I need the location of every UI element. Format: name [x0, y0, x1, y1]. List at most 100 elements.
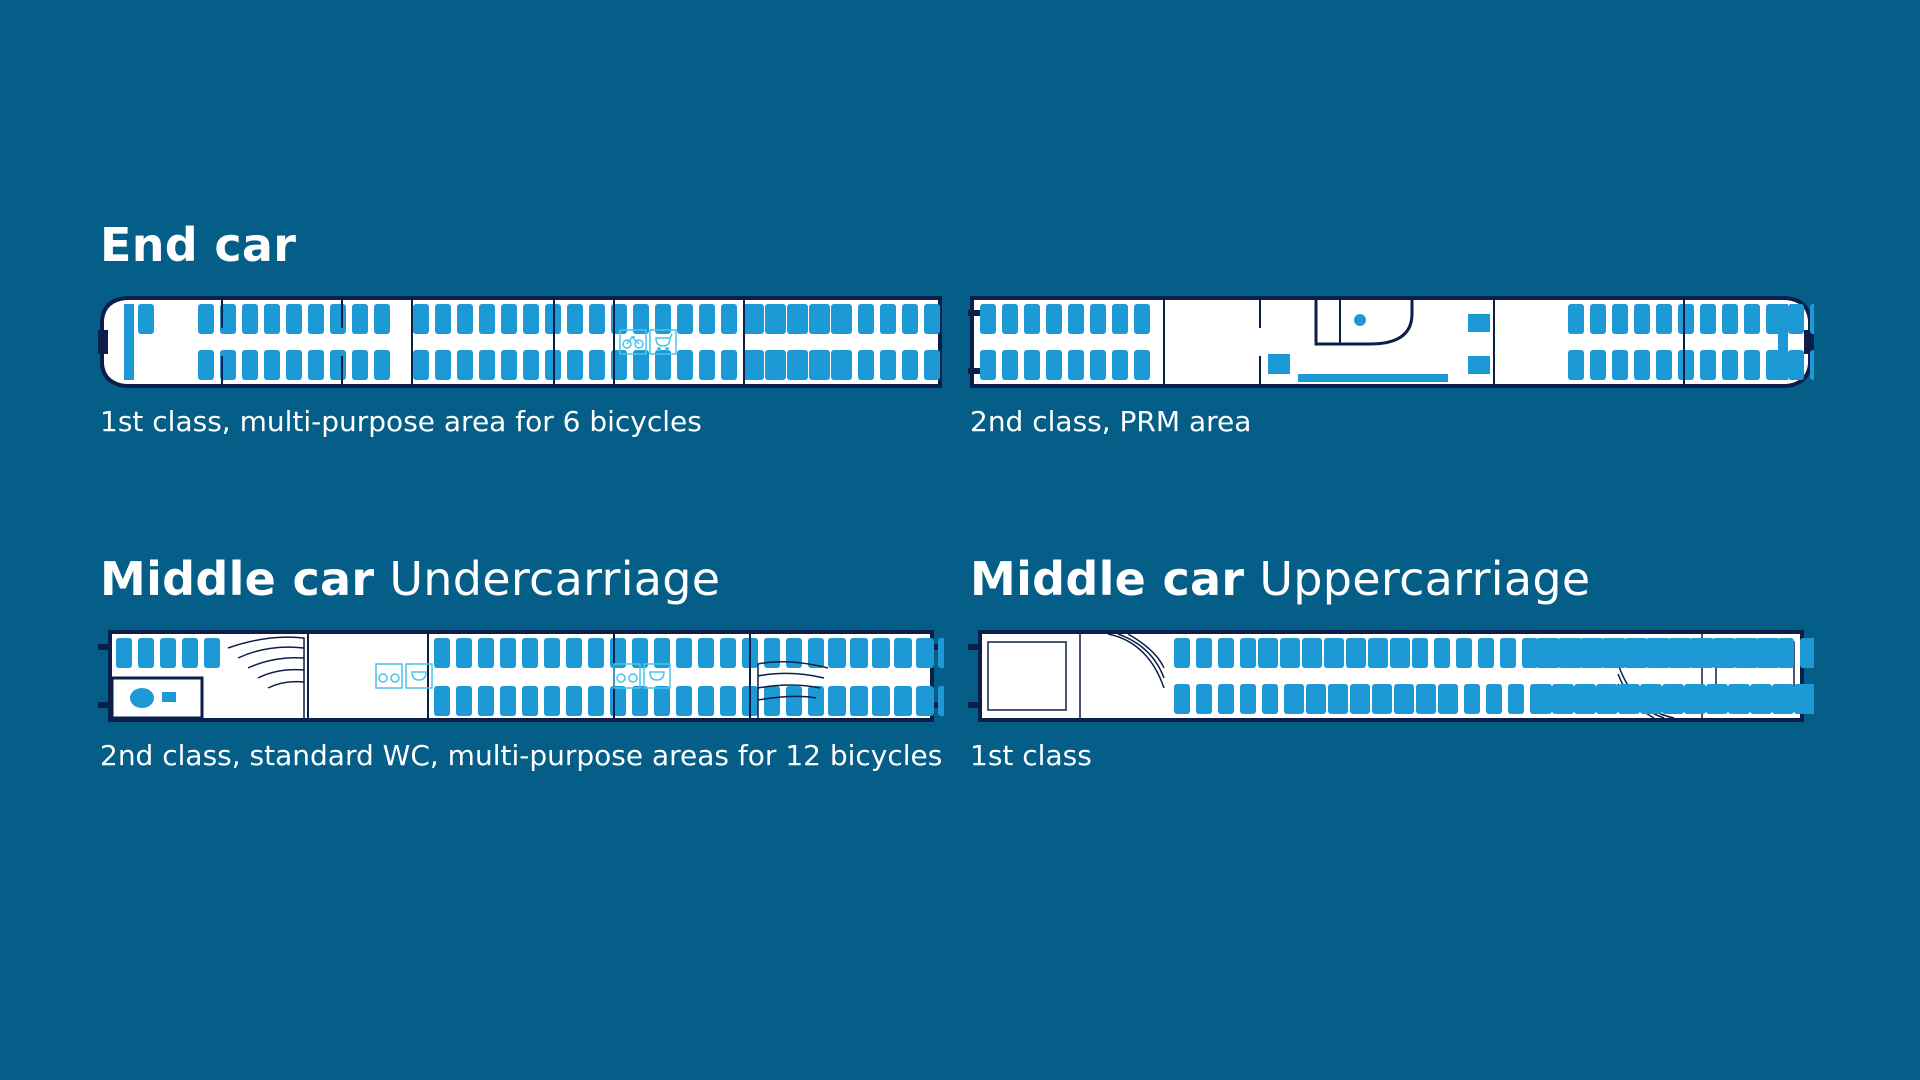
seat	[1332, 684, 1348, 714]
seat	[589, 350, 605, 380]
middle-car-uppercarriage-plan	[968, 630, 1814, 722]
seat	[1580, 684, 1596, 714]
seat	[1612, 304, 1628, 334]
seat	[435, 304, 451, 334]
seat	[1536, 638, 1552, 668]
seat	[1262, 684, 1278, 714]
seat	[1722, 350, 1738, 380]
seat	[198, 350, 214, 380]
seats-lower-row	[1174, 684, 1814, 714]
seat	[1580, 638, 1596, 668]
seat	[308, 304, 324, 334]
seat	[1700, 350, 1716, 380]
seat	[1500, 638, 1516, 668]
seat	[1002, 304, 1018, 334]
seat	[457, 304, 473, 334]
seat	[720, 686, 736, 716]
end-car-title: End car	[100, 217, 296, 273]
seats-upper-row	[980, 304, 1814, 334]
seat	[1634, 350, 1650, 380]
seat	[894, 686, 910, 716]
seat	[1368, 638, 1384, 668]
seat	[589, 304, 605, 334]
seat	[1568, 304, 1584, 334]
seat	[980, 304, 996, 334]
seat	[479, 304, 495, 334]
seat	[872, 686, 888, 716]
seat	[676, 686, 692, 716]
seat	[352, 304, 368, 334]
seat	[1478, 638, 1494, 668]
seat	[1434, 638, 1450, 668]
seat	[1324, 638, 1340, 668]
seat	[1280, 638, 1296, 668]
seat	[198, 304, 214, 334]
seat	[808, 638, 824, 668]
middle-car-undercarriage-caption: 2nd class, standard WC, multi-purpose ar…	[100, 739, 943, 772]
seat	[1302, 638, 1318, 668]
seat	[676, 638, 692, 668]
seat	[814, 304, 830, 334]
seat	[204, 638, 220, 668]
seat	[566, 686, 582, 716]
seat	[808, 686, 824, 716]
middle-car-uppercarriage-caption: 1st class	[970, 739, 1092, 772]
seat	[544, 686, 560, 716]
prm-seat-strip	[1298, 374, 1448, 382]
seat	[1690, 638, 1706, 668]
seat	[632, 686, 648, 716]
seat	[501, 304, 517, 334]
seats-upper-row	[138, 304, 940, 334]
seat	[1656, 304, 1672, 334]
seat	[1456, 638, 1472, 668]
seat	[814, 350, 830, 380]
seat	[1722, 304, 1738, 334]
stroller-icon	[649, 329, 677, 355]
seat	[655, 350, 671, 380]
seat	[264, 350, 280, 380]
seat	[1376, 684, 1392, 714]
seat	[1766, 350, 1782, 380]
seat	[523, 350, 539, 380]
seat	[1486, 684, 1502, 714]
seat	[828, 638, 844, 668]
seat	[1522, 638, 1538, 668]
seat	[501, 350, 517, 380]
seat	[1024, 304, 1040, 334]
seat	[872, 638, 888, 668]
seat	[242, 304, 258, 334]
end-car-second-class-plan	[968, 296, 1814, 388]
bicycle-icon	[375, 663, 641, 689]
seat	[1068, 350, 1084, 380]
seat	[1788, 350, 1804, 380]
seat	[1346, 638, 1362, 668]
seat	[633, 304, 649, 334]
seat	[1134, 350, 1150, 380]
seat	[1678, 350, 1694, 380]
seat	[478, 638, 494, 668]
seat	[770, 304, 786, 334]
seat	[1310, 684, 1326, 714]
seat	[1536, 684, 1552, 714]
seat	[1624, 684, 1640, 714]
seat	[566, 638, 582, 668]
seat	[500, 686, 516, 716]
seats-lower-row	[434, 686, 944, 716]
seat	[456, 638, 472, 668]
seat	[748, 304, 764, 334]
seat	[500, 638, 516, 668]
seat	[434, 638, 450, 668]
seats-upper-row	[1174, 638, 1814, 668]
seat	[220, 304, 236, 334]
seat	[1656, 350, 1672, 380]
seat	[1558, 684, 1574, 714]
seat	[308, 350, 324, 380]
seat	[924, 304, 940, 334]
seats-lower-row	[980, 350, 1814, 380]
seat	[610, 686, 626, 716]
seat	[1196, 684, 1212, 714]
seat	[902, 304, 918, 334]
middle-car-undercarriage-title-bold: Middle car	[100, 552, 375, 606]
seat	[1412, 638, 1428, 668]
seat	[242, 350, 258, 380]
